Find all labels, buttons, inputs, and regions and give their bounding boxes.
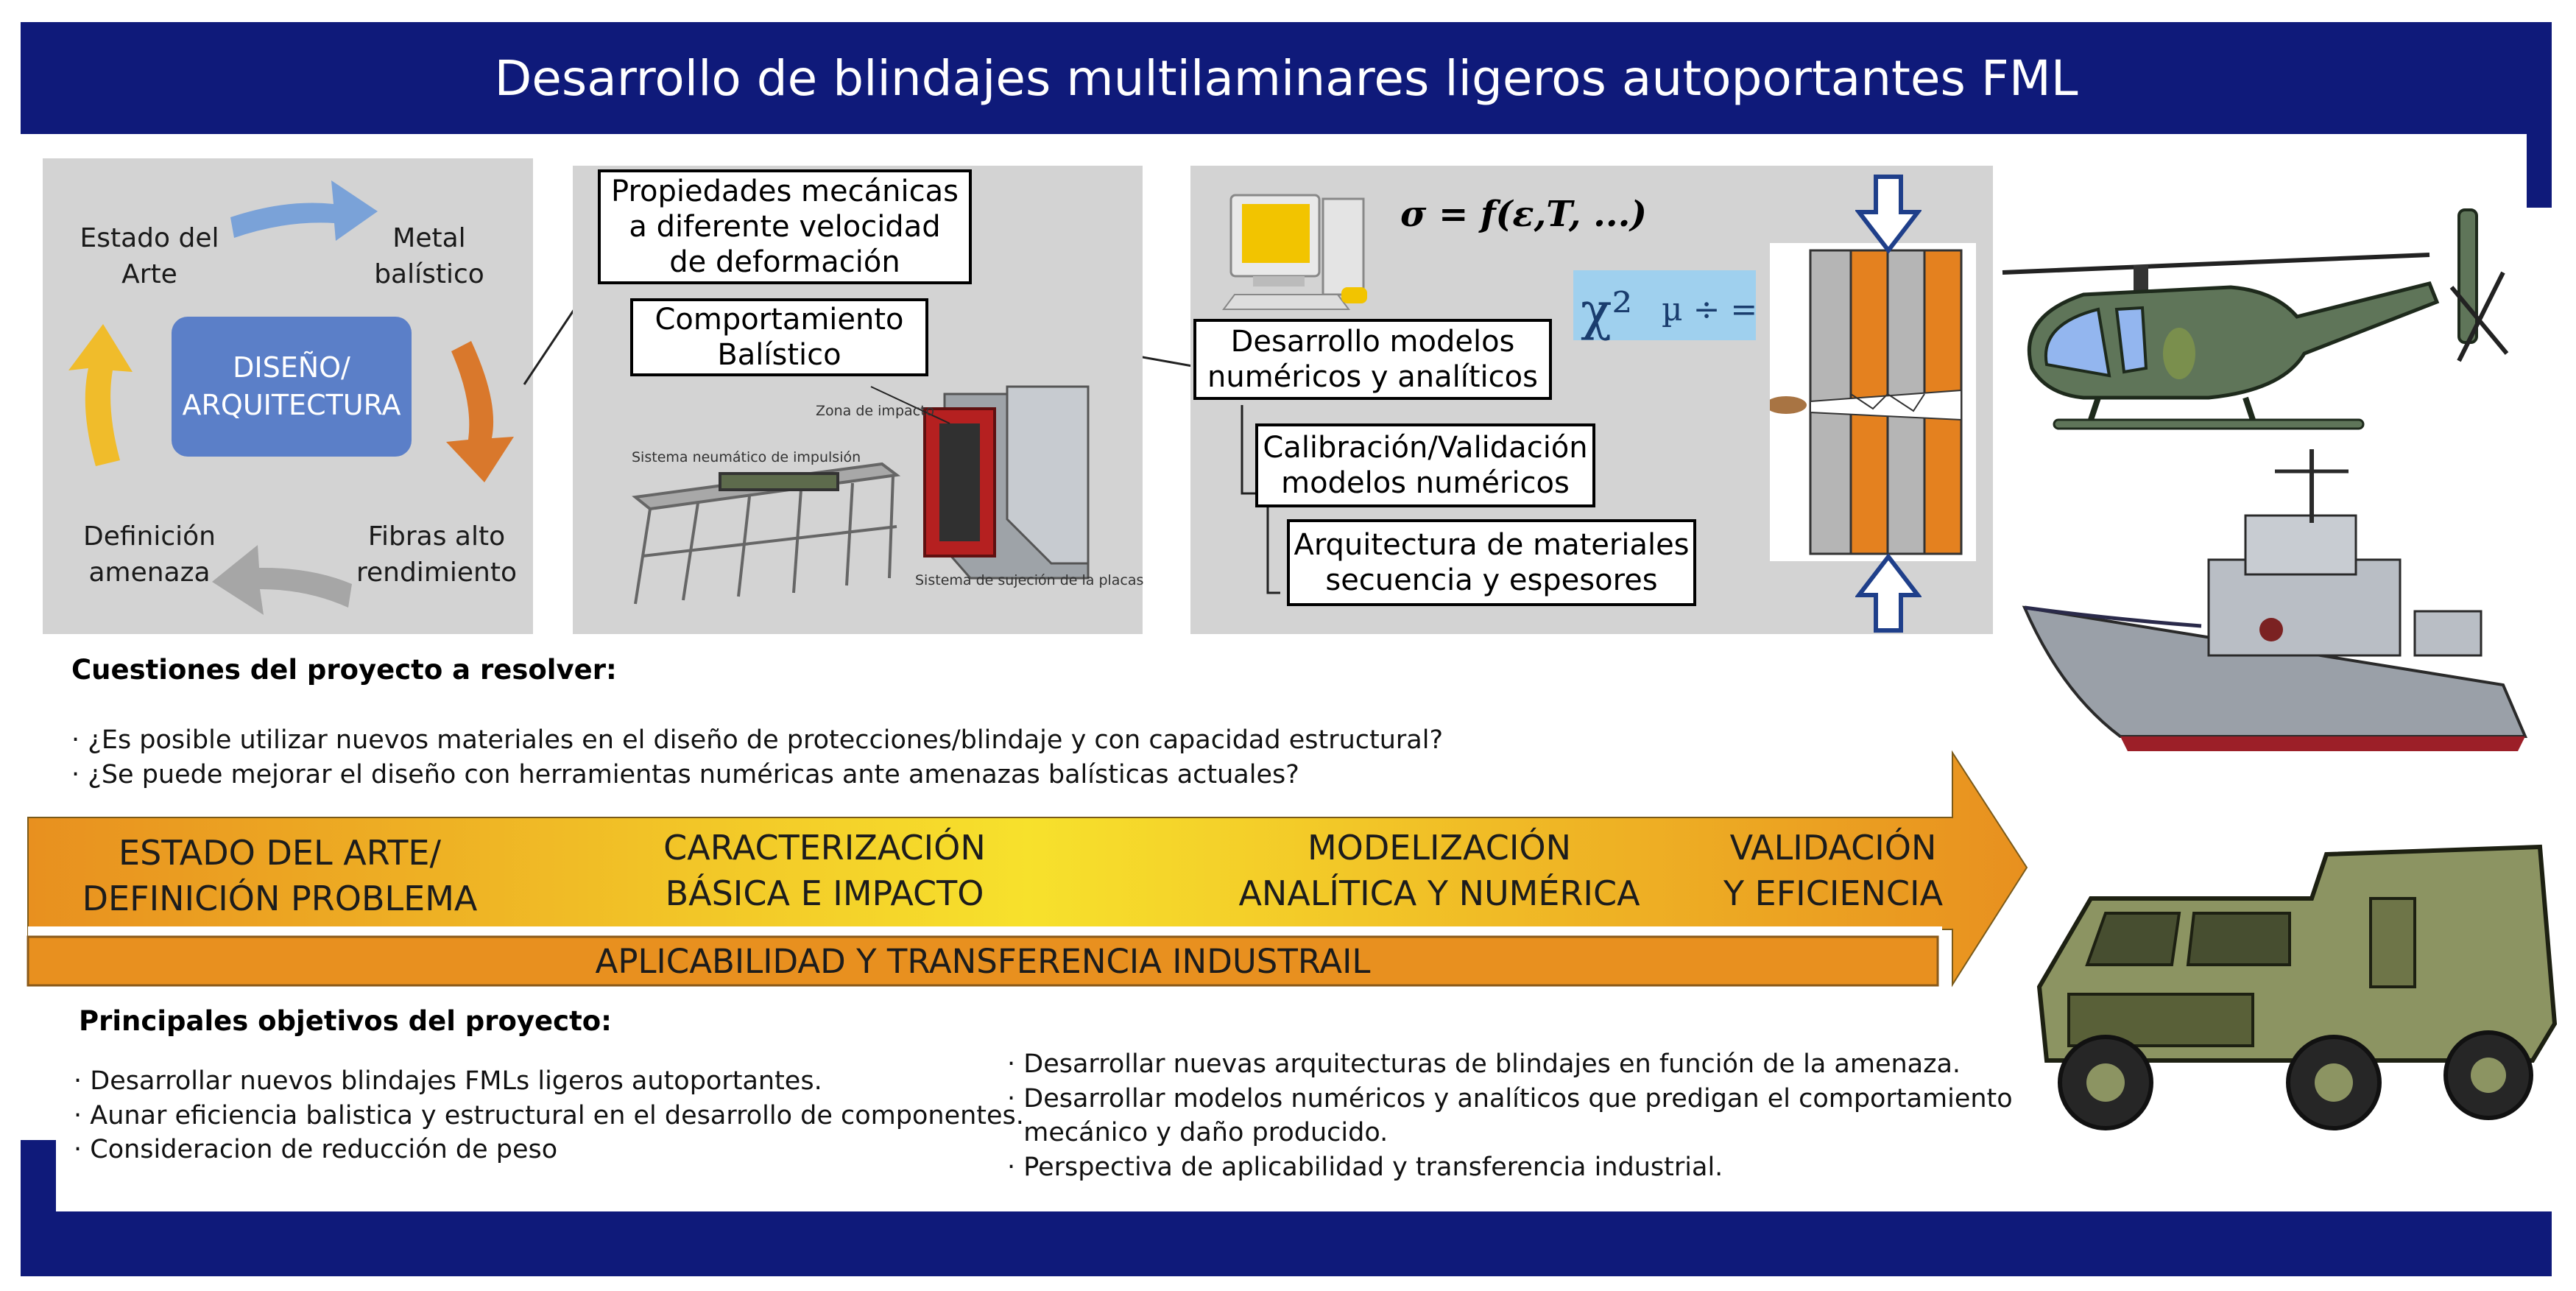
design-cycle-panel: DISEÑO/ ARQUITECTURA Estado del Arte Met… (43, 158, 533, 634)
footer-bar (21, 1211, 2552, 1276)
objectives-right-list: · Desarrollar nuevas arquitecturas de bl… (1007, 1047, 2013, 1184)
question-item: · ¿Se puede mejorar el diseño con herram… (71, 760, 1299, 789)
arrow-up-icon (1855, 554, 1922, 633)
objective-item: · Perspectiva de aplicabilidad y transfe… (1007, 1152, 1723, 1182)
frame-left-edge (21, 1140, 56, 1214)
pneumatic-system-drawing (632, 462, 901, 605)
arrow-down-icon (1855, 175, 1922, 254)
questions-heading: Cuestiones del proyecto a resolver: (71, 654, 617, 686)
box-calibration: Calibración/Validación modelos numéricos (1255, 423, 1595, 507)
cycle-center-box: DISEÑO/ ARQUITECTURA (172, 317, 412, 457)
humvee-icon (2036, 844, 2558, 1130)
impact-pointer (870, 386, 950, 424)
box-ballistic-behavior: Comportamiento Balístico (630, 298, 928, 376)
cycle-arrow-left (68, 324, 133, 466)
header-bar (21, 22, 2552, 134)
box-material-architecture: Arquitectura de materiales secuencia y e… (1287, 519, 1696, 606)
box-numerical-models: Desarrollo modelos numéricos y analítico… (1193, 319, 1552, 400)
ship-icon (2022, 449, 2528, 751)
cycle-arrow-top (230, 180, 378, 241)
laminate-diagram (1765, 243, 1976, 561)
roadmap-separator (28, 926, 1942, 937)
test-rig-illustration (632, 385, 1090, 605)
modelling-illustrations: χ² µ ÷ = (1222, 194, 1757, 594)
cycle-arrow-right (446, 341, 514, 482)
cycle-center-label: DISEÑO/ ARQUITECTURA (182, 351, 401, 421)
stage-validation: VALIDACIÓN Y EFICIENCIA (1723, 828, 1944, 914)
cycle-item-fibras: Fibras alto rendimiento (356, 521, 517, 588)
constitutive-formula: σ = f(ε,T, ...) (1400, 194, 1647, 235)
objective-item: mecánico y daño producido. (1007, 1118, 1388, 1148)
objectives-heading: Principales objetivos del proyecto: (79, 1005, 612, 1037)
helicopter-icon (2002, 208, 2509, 430)
chi-square-icon: χ² µ ÷ = (1573, 270, 1757, 342)
header-title: Desarrollo de blindajes multilaminares l… (494, 49, 2078, 107)
stage-modelling: MODELIZACIÓN ANALÍTICA Y NUMÉRICA (1238, 828, 1640, 914)
computer-icon (1222, 194, 1367, 310)
label-impact-zone: Zona de impacto (816, 403, 935, 419)
objective-item: · Desarrollar nuevos blindajes FMLs lige… (74, 1066, 822, 1096)
objective-item: · Consideracion de reducción de peso (74, 1135, 558, 1165)
cycle-arrows (68, 180, 514, 615)
objective-item: · Aunar eficiencia balistica y estructur… (74, 1100, 1024, 1130)
question-item: · ¿Es posible utilizar nuevos materiales… (71, 725, 1444, 755)
label-pneumatic-system: Sistema neumático de impulsión (632, 449, 861, 465)
objective-item: · Desarrollar modelos numéricos y analít… (1007, 1083, 2013, 1114)
stage-state-of-art: ESTADO DEL ARTE/ DEFINICIÓN PROBLEMA (82, 833, 478, 919)
transfer-bar-label: APLICABILIDAD Y TRANSFERENCIA INDUSTRAIL (595, 941, 1371, 981)
svg-text:µ ÷ =: µ ÷ = (1662, 291, 1757, 328)
cycle-item-amenaza: Definición amenaza (83, 521, 216, 588)
cycle-item-metal: Metal balístico (374, 223, 484, 289)
objectives-left-list: · Desarrollar nuevos blindajes FMLs lige… (74, 1064, 1024, 1167)
frame-right-edge (2527, 134, 2552, 208)
cycle-item-estado: Estado del Arte (80, 223, 219, 289)
label-clamp-system: Sistema de sujeción de la placas (915, 572, 1144, 588)
box-mechanical-properties: Propiedades mecánicas a diferente veloci… (598, 169, 972, 284)
svg-text:χ²: χ² (1581, 281, 1632, 342)
objective-item: · Desarrollar nuevas arquitecturas de bl… (1007, 1049, 1961, 1079)
clamp-system-drawing (923, 385, 1090, 580)
connector-model-tree (1241, 405, 1280, 594)
laminate-drawing (1765, 249, 1963, 555)
cycle-arrow-bottom (212, 545, 352, 615)
stage-characterization: CARACTERIZACIÓN BÁSICA E IMPACTO (663, 828, 986, 914)
